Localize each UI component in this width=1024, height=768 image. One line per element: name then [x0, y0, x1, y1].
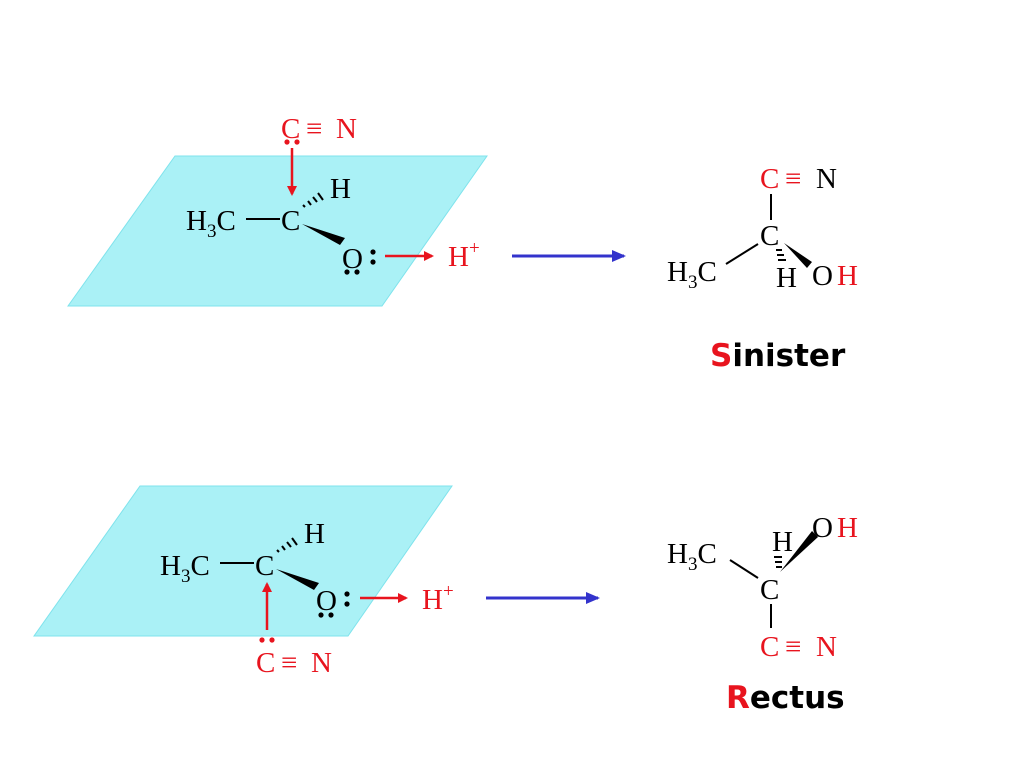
carbonyl-carbon: C	[255, 550, 274, 582]
carbonyl-carbon: C	[281, 205, 300, 237]
product-wedge	[784, 243, 812, 268]
top-proton: H+	[448, 238, 480, 273]
carbonyl-oxygen: O	[316, 585, 337, 617]
product-hashed-bond	[776, 249, 786, 261]
methyl-h: H3C	[186, 205, 236, 242]
top-cyanide-bond: ≡	[306, 113, 322, 145]
carbonyl-oxygen: O	[342, 243, 363, 275]
bottom-cyanide-c: C	[256, 647, 275, 679]
product-stereocenter: C	[760, 574, 779, 606]
product-cyanide-c: C	[760, 631, 779, 663]
bottom-plane	[33, 485, 453, 637]
top-cyanide-c: C	[281, 113, 300, 145]
product-hashed-bond	[774, 556, 782, 568]
top-cyanide-n: N	[336, 113, 357, 145]
top-reaction: C ≡ N H3C C H O	[67, 113, 858, 374]
lone-pair-dot	[344, 269, 350, 275]
product-hydroxyl-o: O	[812, 512, 833, 544]
lone-pair-dot	[344, 591, 350, 597]
methyl-h: H3C	[160, 550, 210, 587]
lone-pair-dot	[259, 637, 265, 643]
bottom-acetaldehyde: H3C C H O	[160, 518, 350, 618]
product-cyanide-n: N	[816, 163, 837, 195]
wedge-bond	[276, 569, 319, 590]
wedge-bond	[302, 224, 345, 245]
lone-pair-dot	[284, 139, 290, 145]
bottom-cyanide-n: N	[311, 647, 332, 679]
product-hydroxyl-h: H	[837, 260, 858, 292]
product-hydroxyl-o: O	[812, 260, 833, 292]
bottom-cyanide: C ≡ N	[256, 637, 332, 679]
product-h: H	[772, 526, 793, 558]
aldehyde-h: H	[330, 173, 351, 205]
product-cyanide-bond: ≡	[785, 631, 801, 663]
product-cyanide-n: N	[816, 631, 837, 663]
lone-pair-dot	[354, 269, 360, 275]
product-cyanide-c: C	[760, 163, 779, 195]
bottom-proton: H+	[422, 581, 454, 616]
product-methyl-bond	[729, 559, 759, 579]
hashed-bond	[276, 537, 298, 553]
product-methyl-bond	[725, 243, 759, 265]
lone-pair-dot	[370, 249, 376, 255]
top-cyanide: C ≡ N	[281, 113, 357, 145]
hashed-bond	[302, 192, 324, 208]
lone-pair-dot	[328, 612, 334, 618]
top-product: C ≡ N C H3C H O H	[667, 163, 858, 294]
lone-pair-dot	[370, 259, 376, 265]
lone-pair-dot	[269, 637, 275, 643]
product-methyl: H3C	[667, 538, 717, 575]
bottom-cyanide-bond: ≡	[281, 647, 297, 679]
product-cyanide-bond: ≡	[785, 163, 801, 195]
product-methyl: H3C	[667, 256, 717, 293]
bottom-reaction: H3C C H O C ≡ N H+	[33, 485, 858, 716]
lone-pair-dot	[294, 139, 300, 145]
sinister-label: Sinister	[710, 338, 846, 374]
aldehyde-h: H	[304, 518, 325, 550]
product-stereocenter: C	[760, 220, 779, 252]
product-hydroxyl-h: H	[837, 512, 858, 544]
rectus-label: Rectus	[726, 680, 845, 716]
top-plane	[67, 155, 488, 307]
lone-pair-dot	[344, 601, 350, 607]
top-acetaldehyde: H3C C H O	[186, 173, 376, 275]
bottom-product: H3C H O H C C ≡ N	[667, 512, 858, 663]
product-wedge	[780, 531, 818, 572]
product-h: H	[776, 262, 797, 294]
lone-pair-dot	[318, 612, 324, 618]
